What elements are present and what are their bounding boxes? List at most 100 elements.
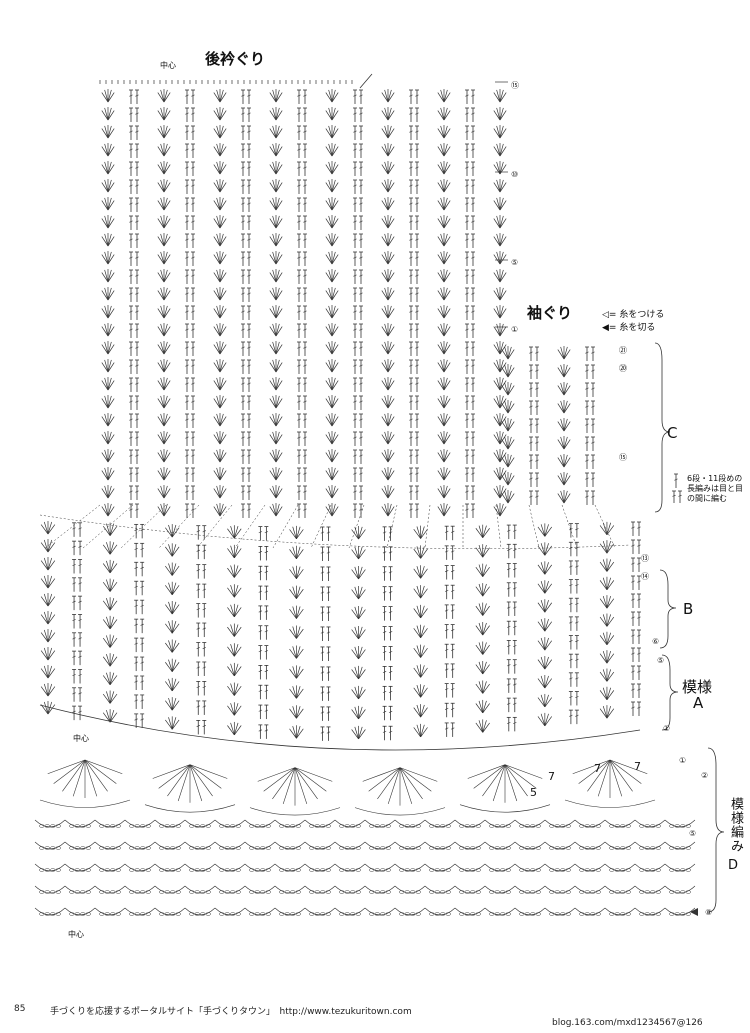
shell-stitch: [563, 403, 571, 414]
row-marker: ①: [511, 325, 519, 334]
shell-stitch: [275, 395, 280, 409]
shell-stitch: [563, 367, 571, 378]
shell-stitch: [420, 667, 428, 678]
chain-loop: [544, 863, 576, 872]
dc-bar: [129, 418, 133, 421]
chain-stitch: [440, 846, 446, 850]
dc-bar: [382, 591, 387, 594]
chain-loop: [604, 907, 636, 916]
chain-loop: [304, 863, 336, 872]
chain-stitch: [314, 912, 320, 916]
dc-bar: [388, 591, 393, 594]
dc-bar: [513, 548, 517, 551]
shell-stitch: [296, 708, 304, 719]
shell-stitch: [328, 467, 333, 481]
chain-stitch: [505, 868, 511, 872]
dc-bar: [191, 490, 195, 493]
shell-stitch: [381, 506, 389, 517]
shell-stitch: [499, 377, 504, 391]
shell-stitch: [219, 395, 224, 409]
dc-bar: [129, 220, 133, 223]
dc-bar: [297, 382, 301, 385]
dc-bar: [129, 328, 133, 331]
shell-stitch: [537, 697, 546, 708]
dc-bar: [415, 454, 419, 457]
shell-stitch: [387, 398, 395, 409]
dc-bar: [409, 202, 413, 205]
dc-bar: [135, 256, 139, 259]
dc-bar: [320, 731, 325, 734]
shell-stitch: [331, 272, 339, 283]
chain-stitch: [85, 912, 91, 916]
dc-bar: [247, 400, 251, 403]
shell-stitch: [107, 233, 112, 247]
dc-bar: [264, 551, 269, 553]
shell-stitch: [104, 431, 109, 445]
shell-stitch: [387, 359, 392, 373]
shell-stitch: [437, 218, 445, 229]
shell-stitch: [213, 254, 221, 265]
shell-stitch: [544, 640, 553, 651]
chain-stitch: [620, 912, 626, 916]
shell-stitch: [160, 395, 165, 409]
shell-stitch: [563, 400, 568, 414]
shell-stitch: [157, 380, 165, 391]
shell-stitch: [216, 125, 221, 139]
dc-bar: [196, 705, 200, 708]
chain-stitch: [549, 912, 555, 916]
dc-bar: [247, 454, 251, 457]
shell-stitch: [101, 200, 109, 211]
shell-stitch: [157, 452, 165, 463]
chain-loop: [334, 907, 366, 916]
chain-stitch: [230, 824, 236, 828]
chain-stitch: [170, 868, 176, 872]
page-number: 85: [14, 1004, 26, 1014]
dc-bar: [409, 346, 413, 349]
chain-stitch: [260, 868, 266, 872]
shell-stitch: [107, 92, 115, 103]
shell-stitch: [499, 341, 504, 355]
chain-loop: [454, 841, 486, 850]
dc-bar: [585, 405, 589, 408]
shell-stitch: [171, 565, 180, 576]
shell-stitch: [104, 485, 109, 499]
shell-stitch: [540, 675, 546, 689]
dc-bar: [140, 623, 144, 626]
shell-stitch: [269, 326, 277, 337]
dc-bar: [415, 364, 419, 367]
dc-bar: [134, 661, 138, 664]
shell-stitch: [269, 182, 277, 193]
fan-edge: [459, 804, 551, 813]
chain-loop: [514, 863, 546, 872]
dc-bar: [359, 418, 363, 421]
dc-bar: [326, 631, 331, 634]
chain-stitch: [680, 912, 686, 916]
shell-stitch: [233, 703, 239, 716]
center-top-label: 中心: [160, 61, 176, 70]
chain-stitch: [235, 824, 241, 828]
shell-stitch: [475, 664, 484, 675]
dc-bar: [513, 683, 517, 686]
shell-stitch: [171, 582, 177, 595]
shell-stitch: [216, 89, 221, 103]
shell-stitch: [292, 646, 297, 659]
dc-bar: [241, 490, 245, 493]
shell-stitch: [107, 431, 112, 445]
shell-stitch: [384, 143, 389, 157]
dc-bar: [535, 477, 539, 480]
shell-stitch: [387, 92, 395, 103]
fan-stitch: [609, 759, 642, 784]
chain-stitch: [224, 824, 230, 828]
dc-bar: [303, 364, 307, 367]
dc-bar: [631, 598, 635, 601]
dc-bar: [409, 130, 413, 133]
chain-stitch: [224, 890, 230, 894]
dc-bar: [471, 256, 475, 259]
shell-stitch: [216, 305, 221, 319]
chain-loop: [484, 863, 516, 872]
dc-bar: [185, 418, 189, 421]
shell-stitch: [499, 395, 504, 409]
center-mid-label: 中心: [73, 734, 89, 743]
chain-stitch: [650, 868, 656, 872]
shell-stitch: [227, 567, 235, 578]
